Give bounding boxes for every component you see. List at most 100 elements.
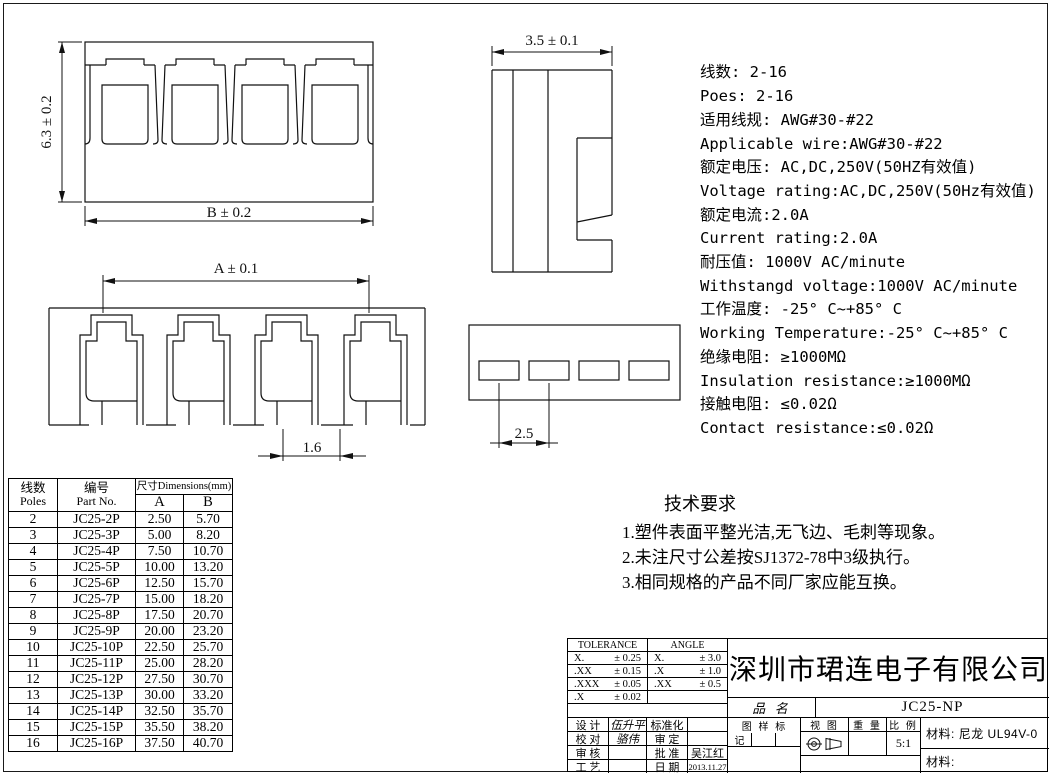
spec-line: 耐压值: 1000V AC/minute: [700, 253, 906, 272]
spec-line: Voltage rating:AC,DC,250V(50Hz有效值): [700, 181, 1036, 200]
signoff-signature: [609, 760, 647, 773]
table-row: 5 JC25-5P 10.00 13.20: [8, 558, 233, 576]
cell-b: 10.70: [183, 542, 233, 560]
tol-val: ± 0.02: [614, 691, 641, 703]
signoff-label: 日 期: [647, 760, 688, 773]
spec-line: Working Temperature:-25° C~+85° C: [700, 324, 1008, 343]
table-row: 8 JC25-8P 17.50 20.70: [8, 606, 233, 624]
front-view: 6.3 ± 0.2 B ± 0.2: [39, 41, 374, 226]
tolerance-row: .XXX± 0.05: [568, 678, 648, 691]
signoff-date: 2013.11.27: [688, 760, 728, 773]
tech-requirements: 技术要求 1.塑件表面平整光洁,无飞边、毛刺等现象。2.未注尺寸公差按SJ137…: [622, 492, 945, 595]
spec-line: Withstangd voltage:1000V AC/minute: [700, 276, 1018, 295]
cell-a: 37.50: [135, 734, 184, 752]
table-row: 10 JC25-10P 22.50 25.70: [8, 638, 233, 656]
cell-a: 25.00: [135, 654, 184, 672]
scale-value: 5:1: [887, 732, 921, 756]
side-view-outline: [491, 69, 613, 273]
table-row: 3 JC25-3P 5.00 8.20: [8, 526, 233, 544]
cell-b: 28.20: [183, 654, 233, 672]
weight-value-cell: [849, 732, 887, 756]
cell-part: JC25-7P: [57, 590, 136, 608]
cell-poles: 2: [8, 510, 58, 528]
header-part: 编号 Part No.: [57, 478, 136, 512]
product-label: 品 名: [728, 698, 816, 718]
cell-b: 5.70: [183, 510, 233, 528]
stamp-cell-empty: [752, 733, 776, 747]
material-row-2: 材料:: [921, 749, 1049, 773]
cell-b: 33.20: [183, 686, 233, 704]
cell-part: JC25-15P: [57, 718, 136, 736]
cell-b: 18.20: [183, 590, 233, 608]
dim-bottom-pitch: A ± 0.1: [214, 261, 259, 277]
dim-side-depth: 3.5 ± 0.1: [525, 33, 578, 49]
material-value: 尼龙 UL94V-0: [958, 726, 1038, 741]
angle-val: ± 1.0: [699, 665, 721, 677]
title-block: TOLERANCE ANGLE X.± 0.25 .XX± 0.15 .XXX±…: [567, 638, 1049, 773]
table-row: 11 JC25-11P 25.00 28.20: [8, 654, 233, 672]
parts-table-body: 2 JC25-2P 2.50 5.70 3 JC25-3P 5.00 8.20 …: [8, 510, 233, 752]
header-col-b: B: [183, 494, 233, 512]
product-name: JC25-NP: [816, 698, 1049, 718]
cell-b: 38.20: [183, 718, 233, 736]
material-row-1: 材料: 尼龙 UL94V-0: [921, 718, 1049, 749]
cell-part: JC25-11P: [57, 654, 136, 672]
cell-b: 15.70: [183, 574, 233, 592]
cell-part: JC25-8P: [57, 606, 136, 624]
projection-symbol-cell: [801, 732, 849, 756]
tol-key: .X: [574, 691, 585, 703]
signoff-label: 标准化: [647, 718, 688, 732]
signoff-label: 工 艺: [568, 760, 609, 773]
table-row: 14 JC25-14P 32.50 35.70: [8, 702, 233, 720]
cell-b: 23.20: [183, 622, 233, 640]
header-poles-en: Poles: [19, 494, 46, 509]
tolerance-header: TOLERANCE: [568, 639, 648, 652]
tol-val: ± 0.25: [614, 652, 641, 664]
dim-rear-pitch: 2.5: [515, 426, 534, 442]
cell-part: JC25-9P: [57, 622, 136, 640]
cell-poles: 7: [8, 590, 58, 608]
tol-val: ± 0.05: [614, 678, 641, 690]
cell-part: JC25-13P: [57, 686, 136, 704]
table-row: 15 JC25-15P 35.50 38.20: [8, 718, 233, 736]
spec-line: Insulation resistance:≥1000MΩ: [700, 371, 971, 390]
cell-b: 8.20: [183, 526, 233, 544]
rear-view-dimensions: 2.5: [490, 383, 558, 448]
cell-a: 12.50: [135, 574, 184, 592]
cell-part: JC25-14P: [57, 702, 136, 720]
tech-requirements-list: 1.塑件表面平整光洁,无飞边、毛刺等现象。2.未注尺寸公差按SJ1372-78中…: [622, 520, 945, 595]
signoff-signature: [609, 746, 647, 760]
header-poles: 线数 Poles: [8, 478, 58, 512]
cell-a: 30.00: [135, 686, 184, 704]
signoff-signature: 吴江红: [688, 746, 728, 760]
cell-part: JC25-5P: [57, 558, 136, 576]
tolerance-spacer: [568, 704, 728, 718]
tech-requirement-item: 3.相同规格的产品不同厂家应能互换。: [622, 573, 907, 592]
stamp-label-top: 图 样 标: [741, 722, 788, 733]
page-border: [3, 3, 1048, 772]
tol-key: X.: [574, 652, 585, 664]
cell-poles: 16: [8, 734, 58, 752]
angle-val: ± 3.0: [699, 652, 721, 664]
signoff-signature: [688, 732, 728, 746]
cell-poles: 14: [8, 702, 58, 720]
cell-poles: 4: [8, 542, 58, 560]
cell-part: JC25-16P: [57, 734, 136, 752]
cell-poles: 5: [8, 558, 58, 576]
scale-column-header: 比 例: [887, 718, 921, 732]
signoff-label: 审 定: [647, 732, 688, 746]
tolerance-row: X. ± 0.25: [568, 652, 648, 665]
angle-key: X.: [654, 652, 665, 664]
signoff-signature: [688, 718, 728, 732]
material-label: 材料:: [926, 726, 955, 741]
cell-a: 22.50: [135, 638, 184, 656]
dim-front-height: 6.3 ± 0.2: [39, 95, 55, 148]
table-row: 7 JC25-7P 15.00 18.20: [8, 590, 233, 608]
cell-poles: 12: [8, 670, 58, 688]
cell-a: 7.50: [135, 542, 184, 560]
cell-b: 40.70: [183, 734, 233, 752]
dim-front-width: B ± 0.2: [207, 205, 252, 221]
cell-part: JC25-12P: [57, 670, 136, 688]
header-poles-cn: 线数: [20, 480, 46, 495]
table-row: 16 JC25-16P 37.50 40.70: [8, 734, 233, 752]
